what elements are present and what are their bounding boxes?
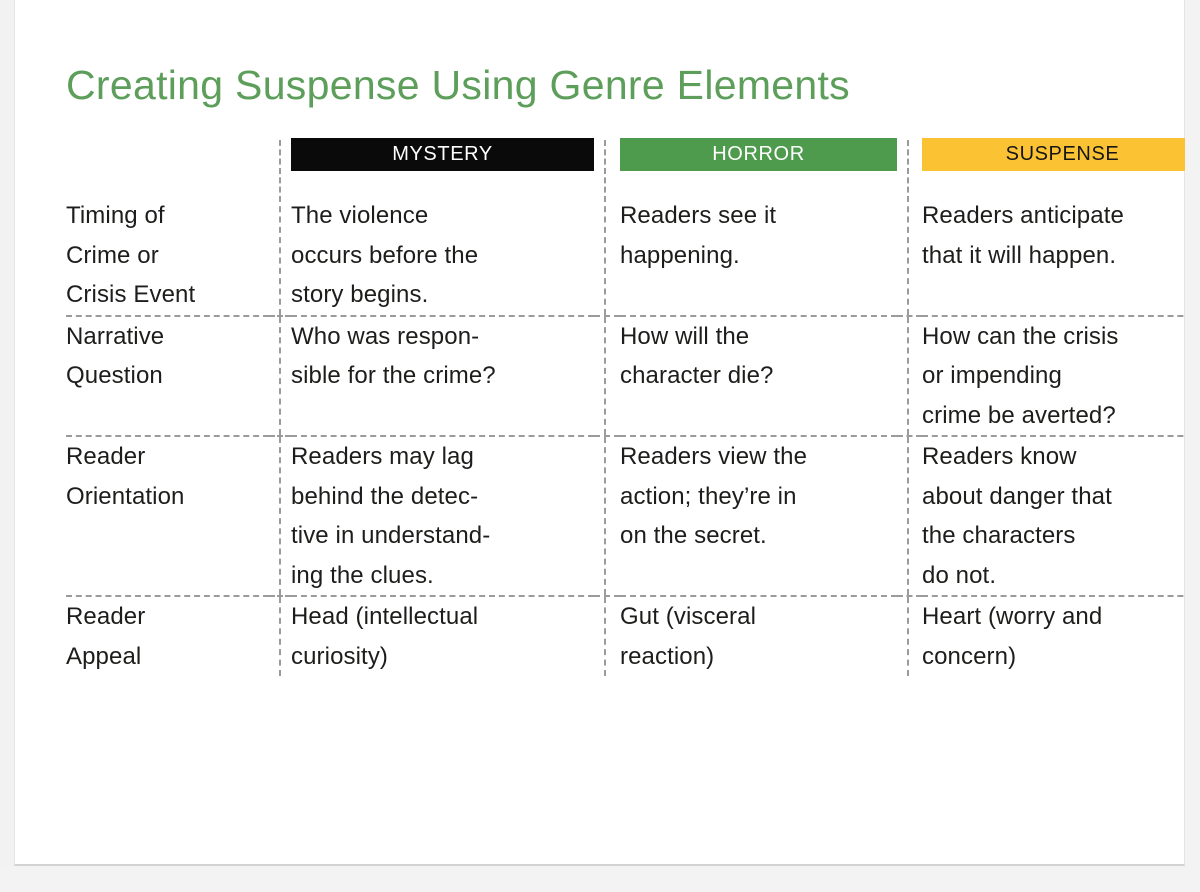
page-right-margin — [1185, 0, 1200, 892]
cell-reader-appeal-mystery: Head (intellectual curiosity) — [291, 603, 479, 670]
row-label-reader-appeal: Reader Appeal — [66, 603, 146, 670]
table-row: Reader Appeal Head (intellectual curiosi… — [66, 597, 1200, 676]
genre-badge-suspense: SUSPENSE — [922, 138, 1200, 171]
page-bottom-margin — [0, 866, 1200, 892]
table-header-row: MYSTERY HORROR SUSPENSE — [66, 138, 1200, 202]
column-divider-3 — [897, 597, 922, 676]
column-divider-3 — [897, 316, 922, 437]
header-cell-horror: HORROR — [620, 138, 897, 196]
column-divider-3 — [897, 196, 922, 316]
row-label-narrative-question: Narrative Question — [66, 322, 165, 390]
cell-narrative-question-horror: How will the character die? — [620, 322, 774, 390]
column-divider-1 — [269, 316, 291, 437]
document-card: Creating Suspense Using Genre Elements M… — [14, 0, 1200, 866]
column-divider-2 — [594, 138, 620, 202]
column-divider-2 — [594, 597, 620, 676]
genre-badge-horror: HORROR — [620, 138, 897, 171]
column-divider-2 — [594, 437, 620, 596]
column-divider-1 — [269, 196, 291, 316]
column-divider-3 — [897, 437, 922, 596]
column-divider-1 — [269, 437, 291, 596]
table-row: Timing of Crime or Crisis Event The viol… — [66, 196, 1200, 316]
cell-reader-orientation-mystery: Readers may lag behind the detec- tive i… — [291, 443, 491, 589]
cell-timing-mystery: The violence occurs before the story beg… — [291, 202, 479, 308]
cell-reader-appeal-horror: Gut (visceral reaction) — [620, 603, 756, 670]
header-cell-suspense: SUSPENSE — [922, 138, 1200, 196]
table-row: Reader Orientation Readers may lag behin… — [66, 437, 1200, 596]
column-divider-1 — [269, 138, 291, 202]
column-divider-2 — [594, 196, 620, 316]
genre-comparison-table: MYSTERY HORROR SUSPENSE Timing of Crime … — [66, 138, 1200, 676]
cell-timing-horror: Readers see it happening. — [620, 202, 777, 269]
page-title: Creating Suspense Using Genre Elements — [66, 62, 850, 108]
cell-timing-suspense: Readers anticipate that it will happen. — [922, 202, 1124, 269]
row-label-timing: Timing of Crime or Crisis Event — [66, 202, 196, 308]
table-row: Narrative Question Who was respon- sible… — [66, 316, 1200, 437]
row-label-reader-orientation: Reader Orientation — [66, 443, 185, 510]
cell-reader-orientation-horror: Readers view the action; they’re in on t… — [620, 443, 808, 549]
column-divider-1 — [269, 597, 291, 676]
column-divider-2 — [594, 316, 620, 437]
header-corner-cell — [66, 138, 269, 196]
cell-reader-orientation-suspense: Readers know about danger that the chara… — [922, 443, 1112, 589]
genre-badge-mystery: MYSTERY — [291, 138, 594, 171]
header-cell-mystery: MYSTERY — [291, 138, 594, 196]
column-divider-3 — [897, 138, 922, 202]
cell-reader-appeal-suspense: Heart (worry and concern) — [922, 603, 1103, 670]
cell-narrative-question-suspense: How can the crisis or impending crime be… — [922, 322, 1119, 429]
cell-narrative-question-mystery: Who was respon- sible for the crime? — [291, 322, 496, 390]
